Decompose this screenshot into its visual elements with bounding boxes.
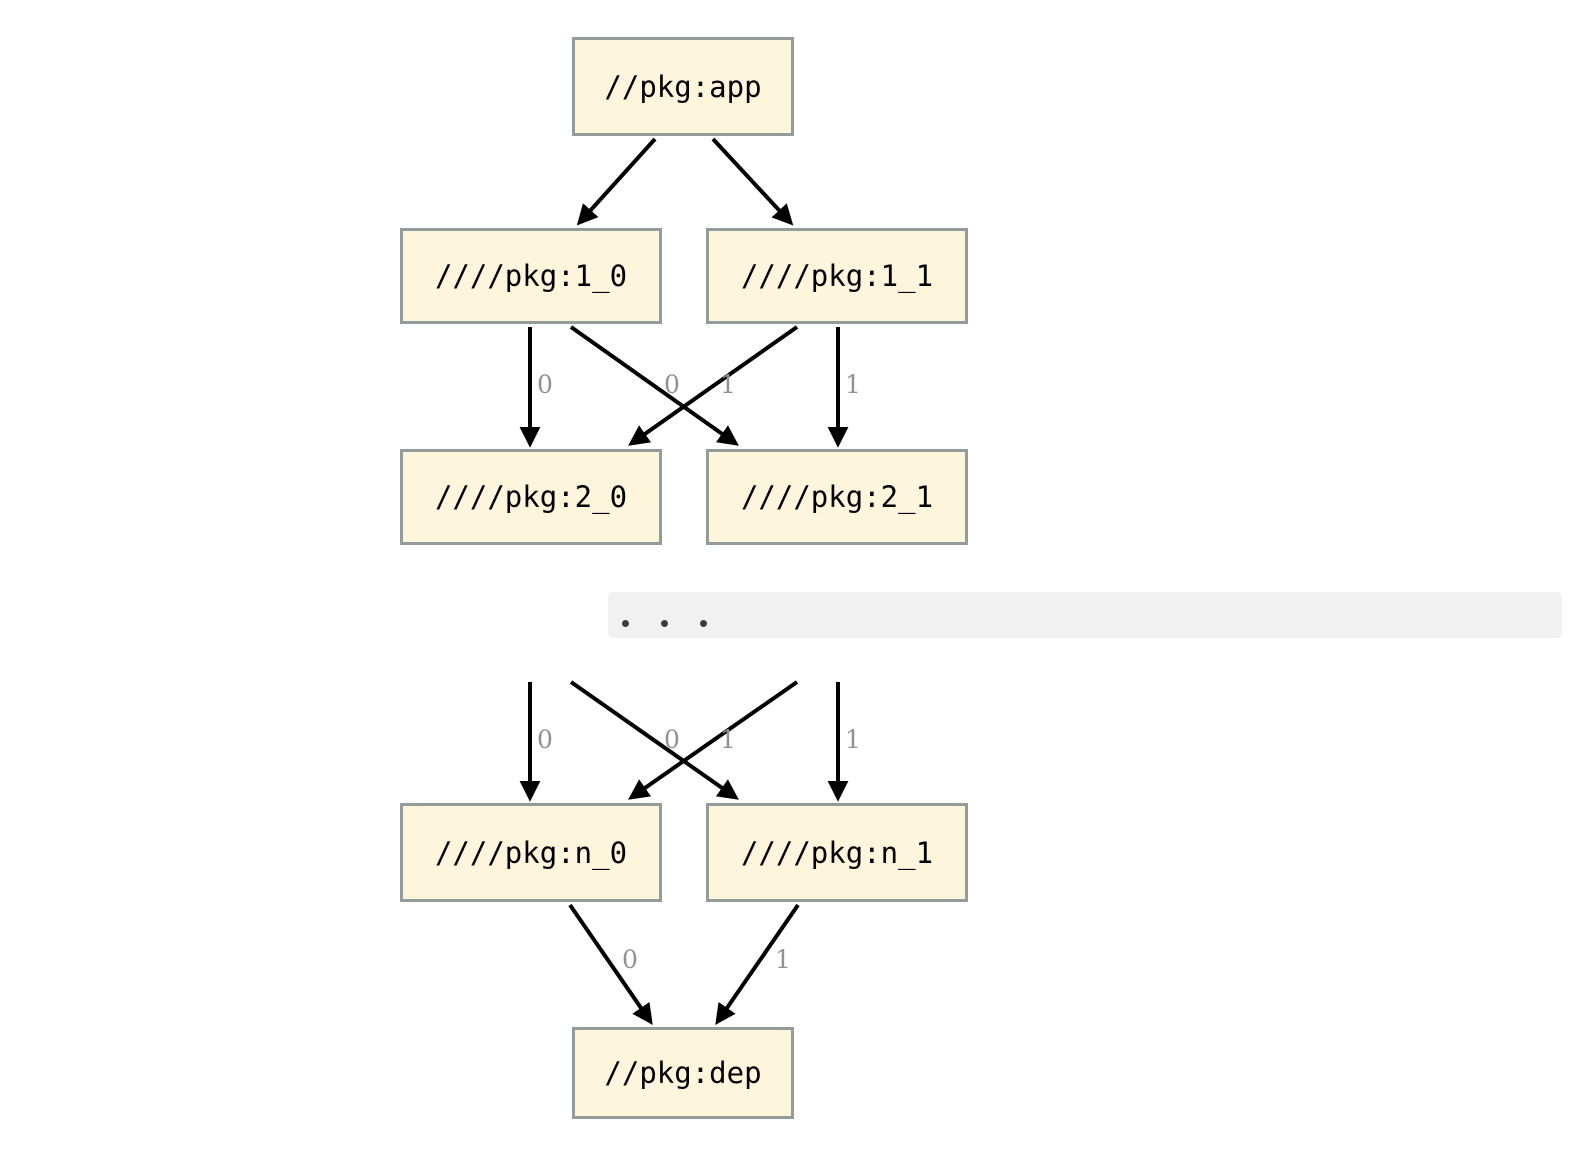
edge-label: 0	[537, 370, 553, 399]
node-nn_1[interactable]: ////pkg:n_1	[706, 803, 968, 902]
edge-label: 1	[845, 725, 861, 754]
node-label: ////pkg:1_0	[434, 259, 628, 293]
node-label: ////pkg:2_0	[434, 480, 628, 514]
node-n1_1[interactable]: ////pkg:1_1	[706, 228, 968, 324]
node-label: ////pkg:n_0	[434, 835, 628, 870]
node-label: ////pkg:n_1	[740, 835, 934, 870]
ellipsis-dot	[700, 620, 707, 627]
ellipsis-dot	[661, 620, 668, 627]
node-label: //pkg:dep	[604, 1056, 762, 1090]
edge-label: 0	[537, 725, 553, 754]
node-label: ////pkg:1_1	[740, 259, 934, 293]
ellipsis-dot	[622, 620, 629, 627]
node-n1_0[interactable]: ////pkg:1_0	[400, 228, 662, 324]
edge-n1_1-to-n2_0	[628, 325, 799, 446]
node-label: ////pkg:2_1	[740, 480, 934, 514]
node-n2_1[interactable]: ////pkg:2_1	[706, 449, 968, 545]
node-dep[interactable]: //pkg:dep	[572, 1027, 794, 1119]
edges-group	[519, 137, 849, 1025]
edge-label: 1	[720, 725, 736, 754]
node-nn_0[interactable]: ////pkg:n_0	[400, 803, 662, 902]
edge-dangling-to-nn_0	[628, 680, 799, 800]
edge-nn_1-to-dep	[715, 903, 800, 1025]
node-n2_0[interactable]: ////pkg:2_0	[400, 449, 662, 545]
ellipsis-separator	[608, 592, 1562, 638]
edge-label: 0	[622, 945, 638, 974]
edge-label: 1	[845, 370, 861, 399]
edge-label: 1	[720, 370, 736, 399]
edge-nn_0-to-dep	[568, 903, 653, 1025]
edge-n1_0-to-n2_1	[569, 325, 739, 446]
edge-label: 0	[664, 725, 680, 754]
edge-app-to-n1_1	[711, 137, 794, 226]
edge-dangling-to-nn_1	[569, 680, 739, 800]
node-label: //pkg:app	[604, 69, 762, 104]
edge-label: 0	[664, 370, 680, 399]
node-app[interactable]: //pkg:app	[572, 37, 794, 136]
edge-label: 1	[775, 945, 791, 974]
ellipsis-dots	[608, 620, 707, 638]
edge-app-to-n1_0	[576, 137, 657, 226]
